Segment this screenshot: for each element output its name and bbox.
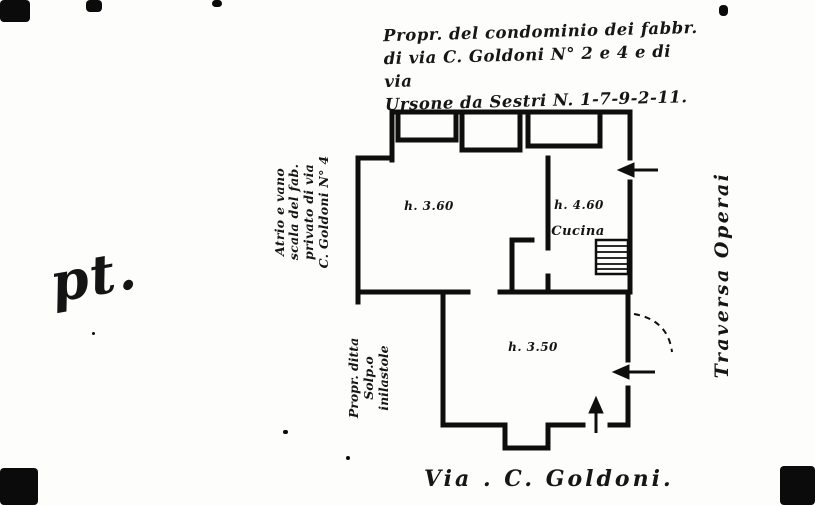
ownership-note: Propr. del condominio dei fabbr. di via … — [383, 16, 705, 117]
kitchen-label: Cucina — [551, 224, 605, 239]
entry-arrow-top-right-icon — [616, 162, 658, 178]
entry-arrow-right-icon — [611, 364, 655, 380]
scan-artifact-top-right — [719, 5, 728, 16]
atrio-note-line-2: scala del fab. — [286, 163, 302, 261]
room-height-label-top: h. 3.60 — [404, 199, 454, 213]
scan-artifact-top-a — [86, 0, 102, 12]
atrio-note-line-4: C. Goldoni N° 4 — [315, 155, 331, 269]
street-name-right: Traversa Operai — [711, 171, 733, 379]
scan-artifact-top-left — [0, 0, 30, 22]
room-height-label-bottom: h. 3.50 — [508, 340, 558, 354]
floor-plan-walls — [355, 109, 633, 451]
door-swing-dashed-arc — [633, 313, 673, 353]
neighbour-property-line-2: Solp.o — [360, 356, 376, 400]
ink-speck-b — [346, 456, 350, 460]
ink-speck-c — [92, 332, 95, 335]
scan-artifact-bottom-right — [780, 466, 815, 505]
neighbour-property-line-3: inilastole — [375, 345, 391, 411]
neighbour-property-note: Propr. ditta Solp.o inilastole — [344, 313, 392, 443]
ink-speck-a — [283, 430, 288, 434]
atrio-note: Atrio e vano scala del fab. privato di v… — [272, 127, 332, 297]
atrio-note-line-3: privato di via — [301, 163, 316, 261]
street-name-bottom: Via . C. Goldoni. — [424, 466, 674, 492]
room-height-label-kitchen: h. 4.60 — [554, 198, 604, 212]
atrio-note-line-1: Atrio e vano — [271, 168, 287, 256]
entry-arrow-bottom-icon — [588, 395, 604, 433]
ownership-note-line-2: di via C. Goldoni N° 2 e 4 e di via — [383, 41, 672, 92]
staircase — [594, 238, 630, 276]
scan-artifact-bottom-left — [0, 468, 38, 505]
scan-artifact-top-b — [212, 0, 222, 7]
neighbour-property-line-1: Propr. ditta — [345, 337, 361, 419]
